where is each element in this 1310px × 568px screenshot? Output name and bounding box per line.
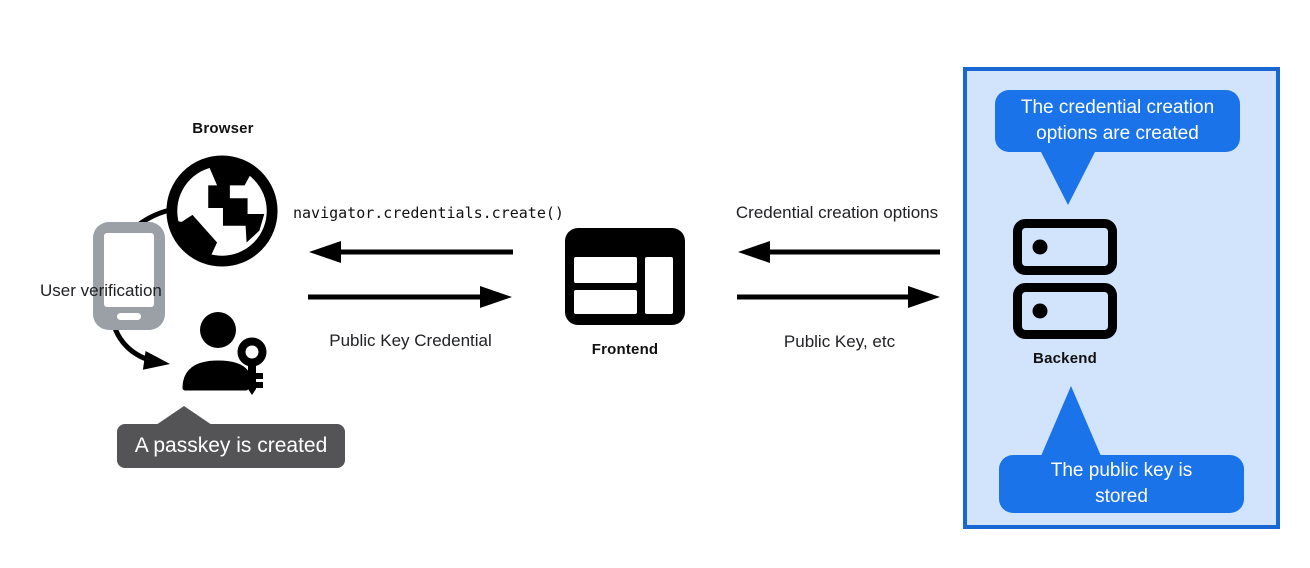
stored-tooltip-pointer [1041, 386, 1101, 456]
frontend-label: Frontend [591, 341, 659, 358]
create-call-label: navigator.credentials.create() [293, 204, 564, 222]
options-created-tooltip: The credential creation options are crea… [995, 90, 1240, 152]
key-stored-text: The public key is stored [1050, 460, 1193, 507]
arrow-credential-creation-options [738, 241, 940, 263]
globe-icon [166, 155, 278, 267]
arrow-public-key-credential [308, 286, 512, 308]
options-created-text: The credential creation options are crea… [1020, 97, 1215, 144]
globe-landmass-left [175, 214, 218, 258]
credential-creation-options-label: Credential creation options [735, 203, 939, 222]
phone-icon [93, 222, 165, 330]
key-stored-tooltip: The public key is stored [999, 455, 1244, 513]
person-key-icon [182, 312, 267, 395]
arrow-create-call [309, 241, 513, 263]
server-stack-icon [1013, 219, 1117, 339]
backend-label: Backend [1033, 350, 1097, 367]
browser-label: Browser [192, 120, 254, 137]
passkey-created-text: A passkey is created [134, 434, 328, 457]
public-key-etc-label: Public Key, etc [783, 332, 896, 351]
user-verification-label: User verification [40, 281, 162, 300]
passkey-tooltip-pointer [156, 406, 212, 425]
passkey-created-tooltip: A passkey is created [117, 424, 345, 468]
globe-landmass-right [208, 161, 265, 243]
public-key-credential-label: Public Key Credential [329, 331, 492, 350]
browser-window-icon [565, 228, 685, 325]
arrow-public-key-etc [737, 286, 940, 308]
options-tooltip-pointer [1040, 150, 1096, 205]
